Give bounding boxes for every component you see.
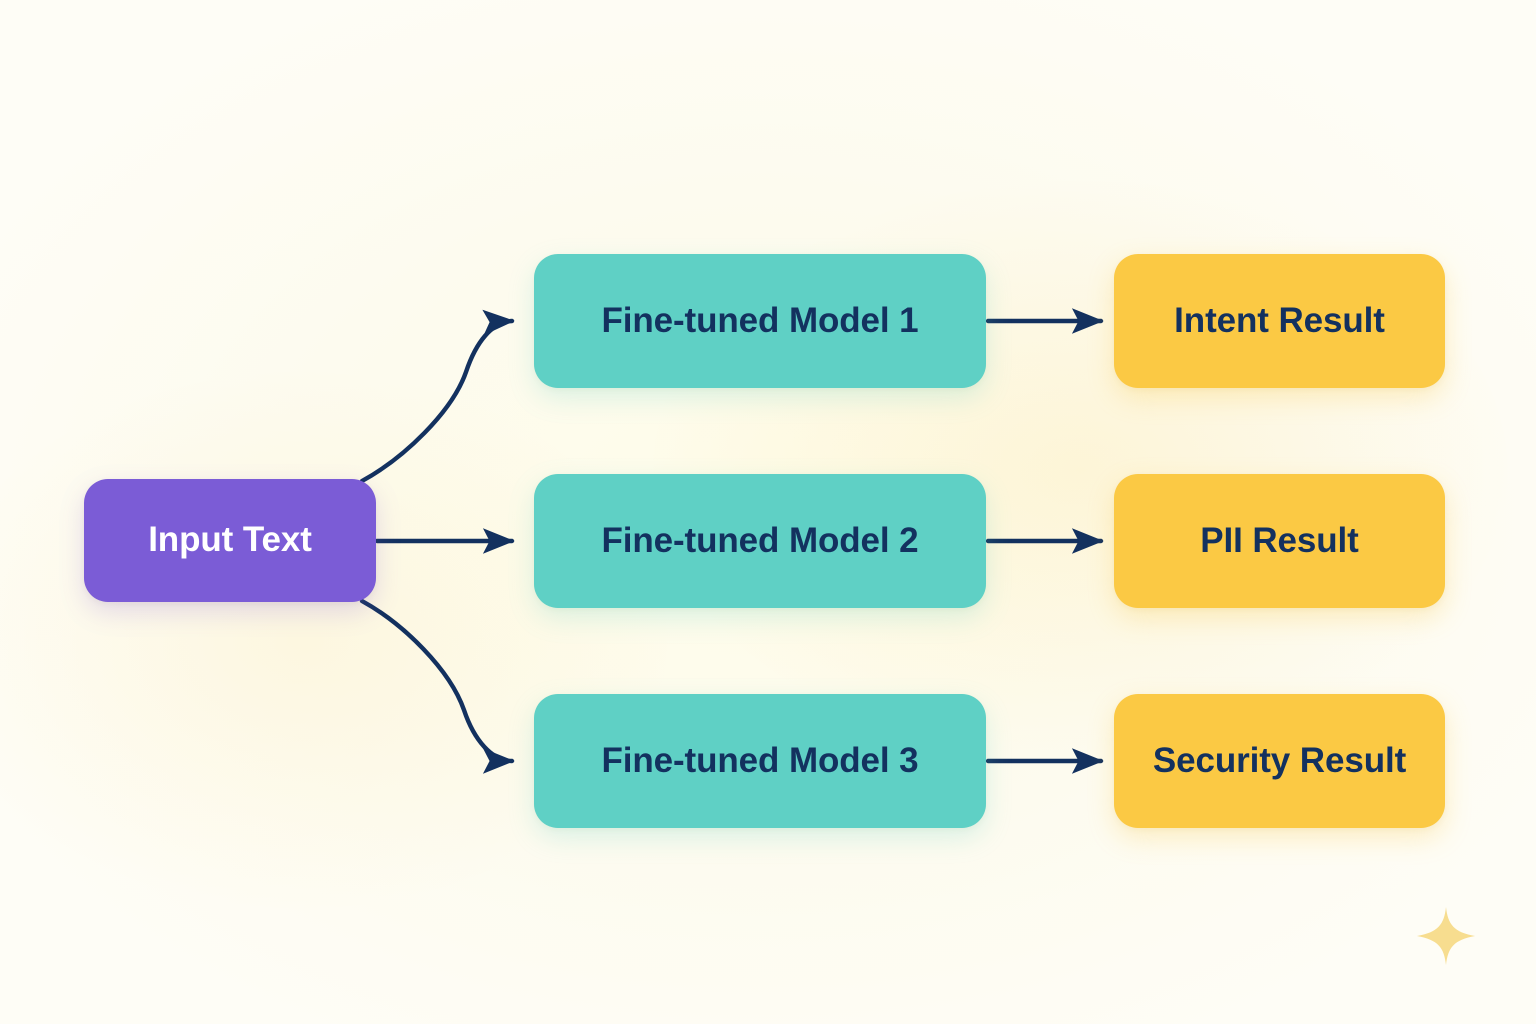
node-input-text-label: Input Text [148,520,312,560]
node-input-text[interactable]: Input Text [84,479,376,602]
node-fine-tuned-model-3-label: Fine-tuned Model 3 [601,740,919,780]
node-fine-tuned-model-2[interactable]: Fine-tuned Model 2 [534,474,986,608]
node-fine-tuned-model-2-label: Fine-tuned Model 2 [601,520,919,560]
node-security-result-label: Security Result [1152,740,1407,780]
sparkle-icon [1416,906,1476,966]
edge-input-to-model-1 [359,309,515,484]
node-intent-result-label: Intent Result [1174,300,1385,340]
node-intent-result[interactable]: Intent Result [1114,254,1445,388]
node-fine-tuned-model-3[interactable]: Fine-tuned Model 3 [534,694,986,828]
node-security-result[interactable]: Security Result [1114,694,1445,828]
node-pii-result-label: PII Result [1200,520,1359,560]
node-pii-result[interactable]: PII Result [1114,474,1445,608]
node-fine-tuned-model-1-label: Fine-tuned Model 1 [601,300,919,340]
edge-input-to-model-3 [359,598,515,774]
node-fine-tuned-model-1[interactable]: Fine-tuned Model 1 [534,254,986,388]
